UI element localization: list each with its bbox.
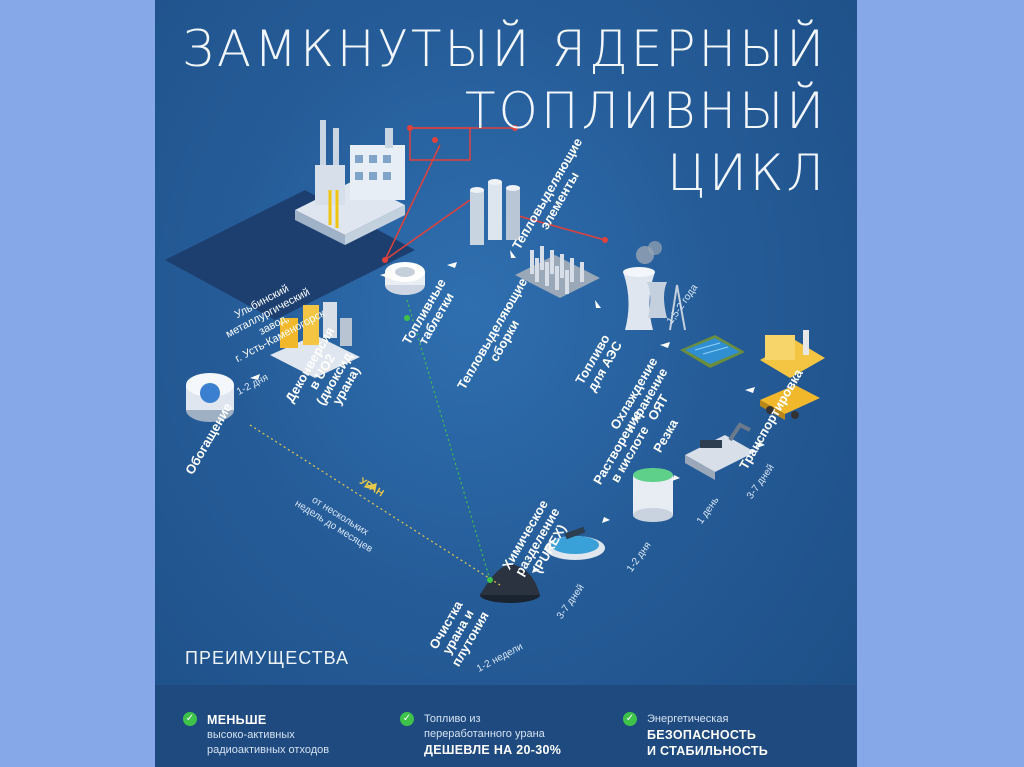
advantage-3-bottom: БЕЗОПАСНОСТЬ <box>647 728 757 742</box>
title-line-2: ТОПЛИВНЫЙ <box>464 82 827 140</box>
fuel-rods-icon <box>470 179 520 245</box>
storage-building-icon <box>760 330 825 378</box>
flow-arrows <box>250 250 765 573</box>
deconversion-plant-icon <box>270 302 360 378</box>
red-connectors <box>384 127 606 261</box>
uranium-arrow <box>363 483 377 490</box>
cooling-pool-icon <box>680 335 745 368</box>
factory-icon <box>295 120 405 245</box>
plutonium-return-line <box>406 299 491 581</box>
purex-dish-icon <box>545 526 605 560</box>
return-dot-bottom <box>487 577 493 583</box>
check-icon: ✓ <box>183 712 197 726</box>
poster: ЗАМКНУТЫЙ ЯДЕРНЫЙ ТОПЛИВНЫЙ ЦИКЛ Ульбинс… <box>155 0 857 767</box>
fuel-assembly-icon <box>515 246 600 298</box>
advantages-title: ПРЕИМУЩЕСТВА <box>185 648 350 668</box>
title-line-1: ЗАМКНУТЫЙ ЯДЕРНЫЙ <box>182 20 827 78</box>
truck-icon <box>760 385 820 420</box>
centrifuge-icon <box>186 373 234 422</box>
cutting-machine-icon <box>685 422 755 480</box>
advantage-1-bottom2: радиоактивных отходов <box>207 744 330 756</box>
advantage-1-top: МЕНЬШЕ <box>207 713 267 727</box>
advantage-2-bottom2: ДЕШЕВЛЕ НА 20-30% <box>424 743 562 757</box>
return-dot-top <box>404 315 410 321</box>
advantage-3-top: Энергетическая <box>647 713 729 725</box>
advantage-1-bottom: высоко-активных <box>207 729 295 741</box>
advantage-2-top: Топливо из <box>424 713 481 725</box>
advantages-panel <box>155 685 857 767</box>
npp-icon <box>623 241 686 331</box>
cycle-diagram <box>165 120 825 603</box>
check-icon: ✓ <box>623 712 637 726</box>
pellet-icon <box>385 262 425 295</box>
powder-pile-icon <box>480 564 540 603</box>
check-icon: ✓ <box>400 712 414 726</box>
uranium-return-line <box>249 424 501 586</box>
red-dots <box>382 125 608 263</box>
title-line-3: ЦИКЛ <box>667 144 827 202</box>
advantage-3-bottom2: И СТАБИЛЬНОСТЬ <box>647 744 769 758</box>
dissolution-tank-icon <box>633 468 673 522</box>
advantage-2-bottom: переработанного урана <box>424 728 545 740</box>
